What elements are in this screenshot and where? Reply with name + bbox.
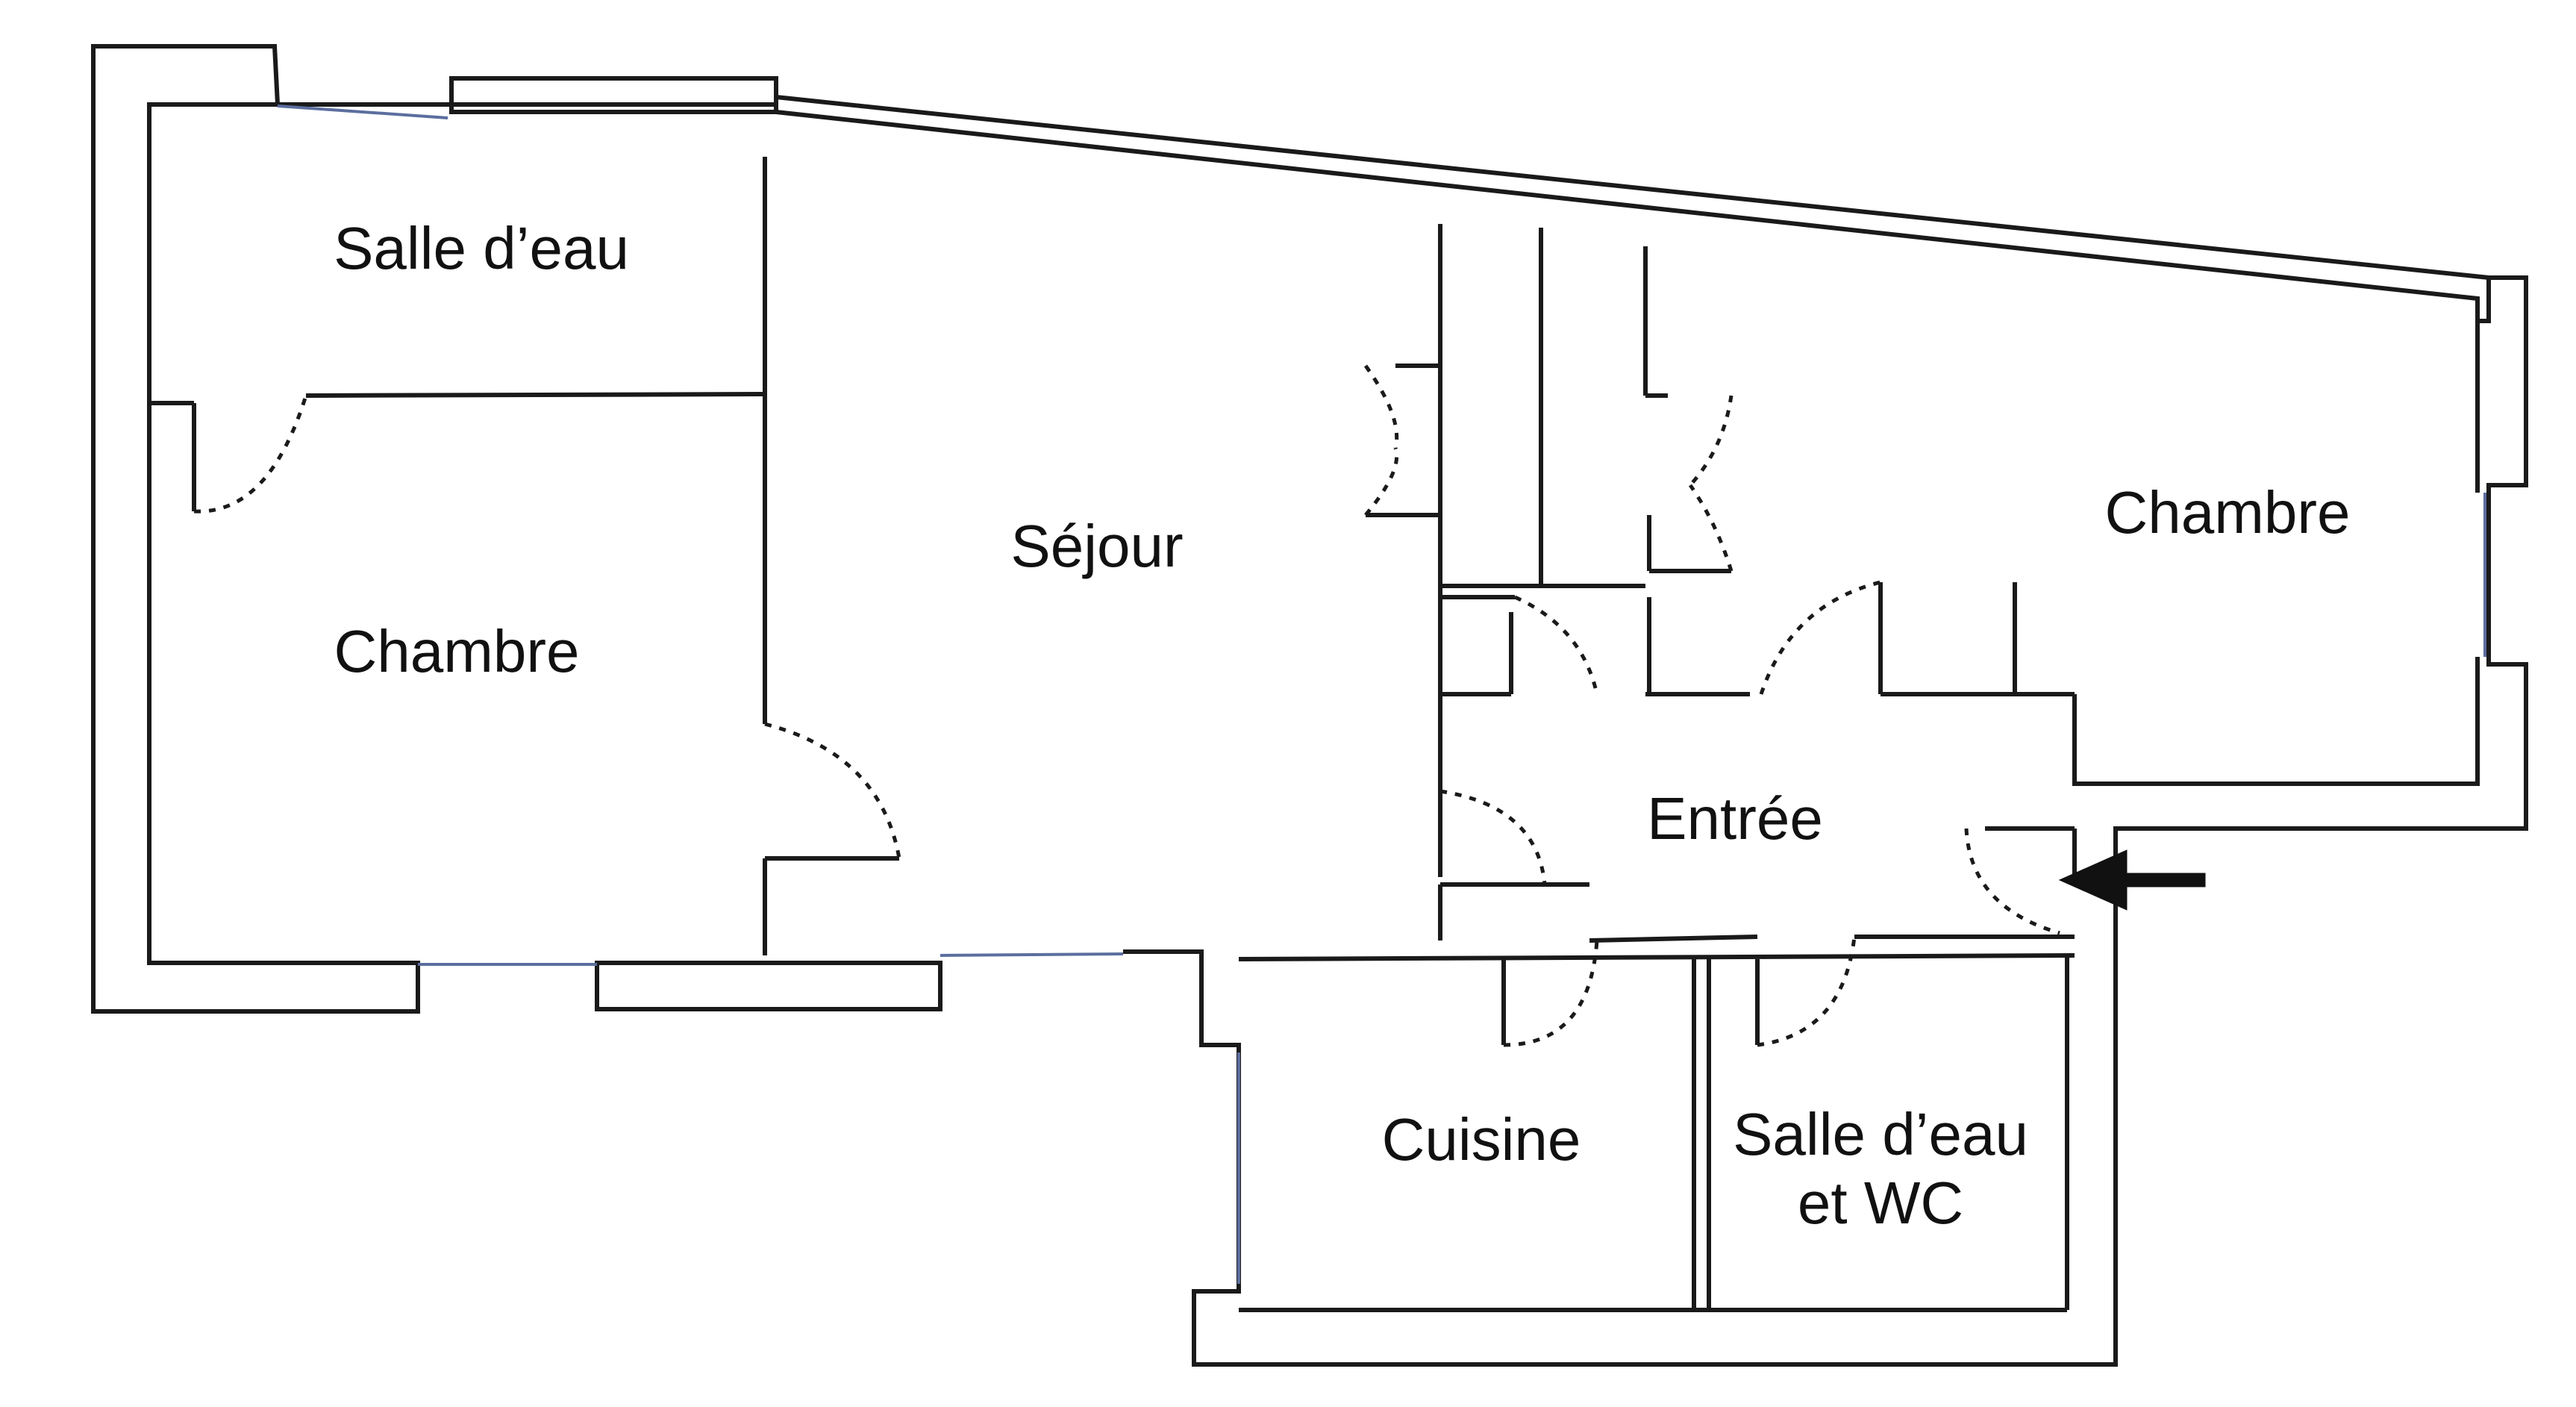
label-cuisine: Cuisine [1381,1106,1581,1173]
label-chambre-1: Chambre [334,618,580,684]
label-entree: Entrée [1647,785,1823,852]
label-salle-eau-wc-line1: Salle d’eau [1733,1101,2028,1167]
label-salle-eau-1: Salle d’eau [334,215,629,281]
door-placard-1a [1363,364,1399,449]
entry-arrow-icon [2058,849,2206,911]
door-placard-2b [1688,484,1734,572]
outer-walls [91,44,2528,1367]
door-placard-2a [1689,395,1734,487]
door-chambre-2 [1759,580,1881,695]
door-placard-1b [1364,447,1399,517]
label-sejour: Séjour [1010,513,1184,579]
label-salle-eau-wc-line2: et WC [1797,1170,1964,1236]
door-cuisine [1503,940,1599,1047]
label-chambre-2: Chambre [2104,479,2351,546]
label-salle-eau-wc: Salle d’eau et WC [1733,1100,2028,1238]
door-sejour-entree [1439,789,1547,885]
door-swings [193,364,2060,1047]
windows [277,104,2486,1284]
door-salle-eau-wc [1757,936,1857,1047]
door-sejour-chambre [764,722,901,859]
door-cellier [1513,595,1599,695]
door-chambre-1 [193,395,308,514]
door-entree-main [1964,828,2060,935]
